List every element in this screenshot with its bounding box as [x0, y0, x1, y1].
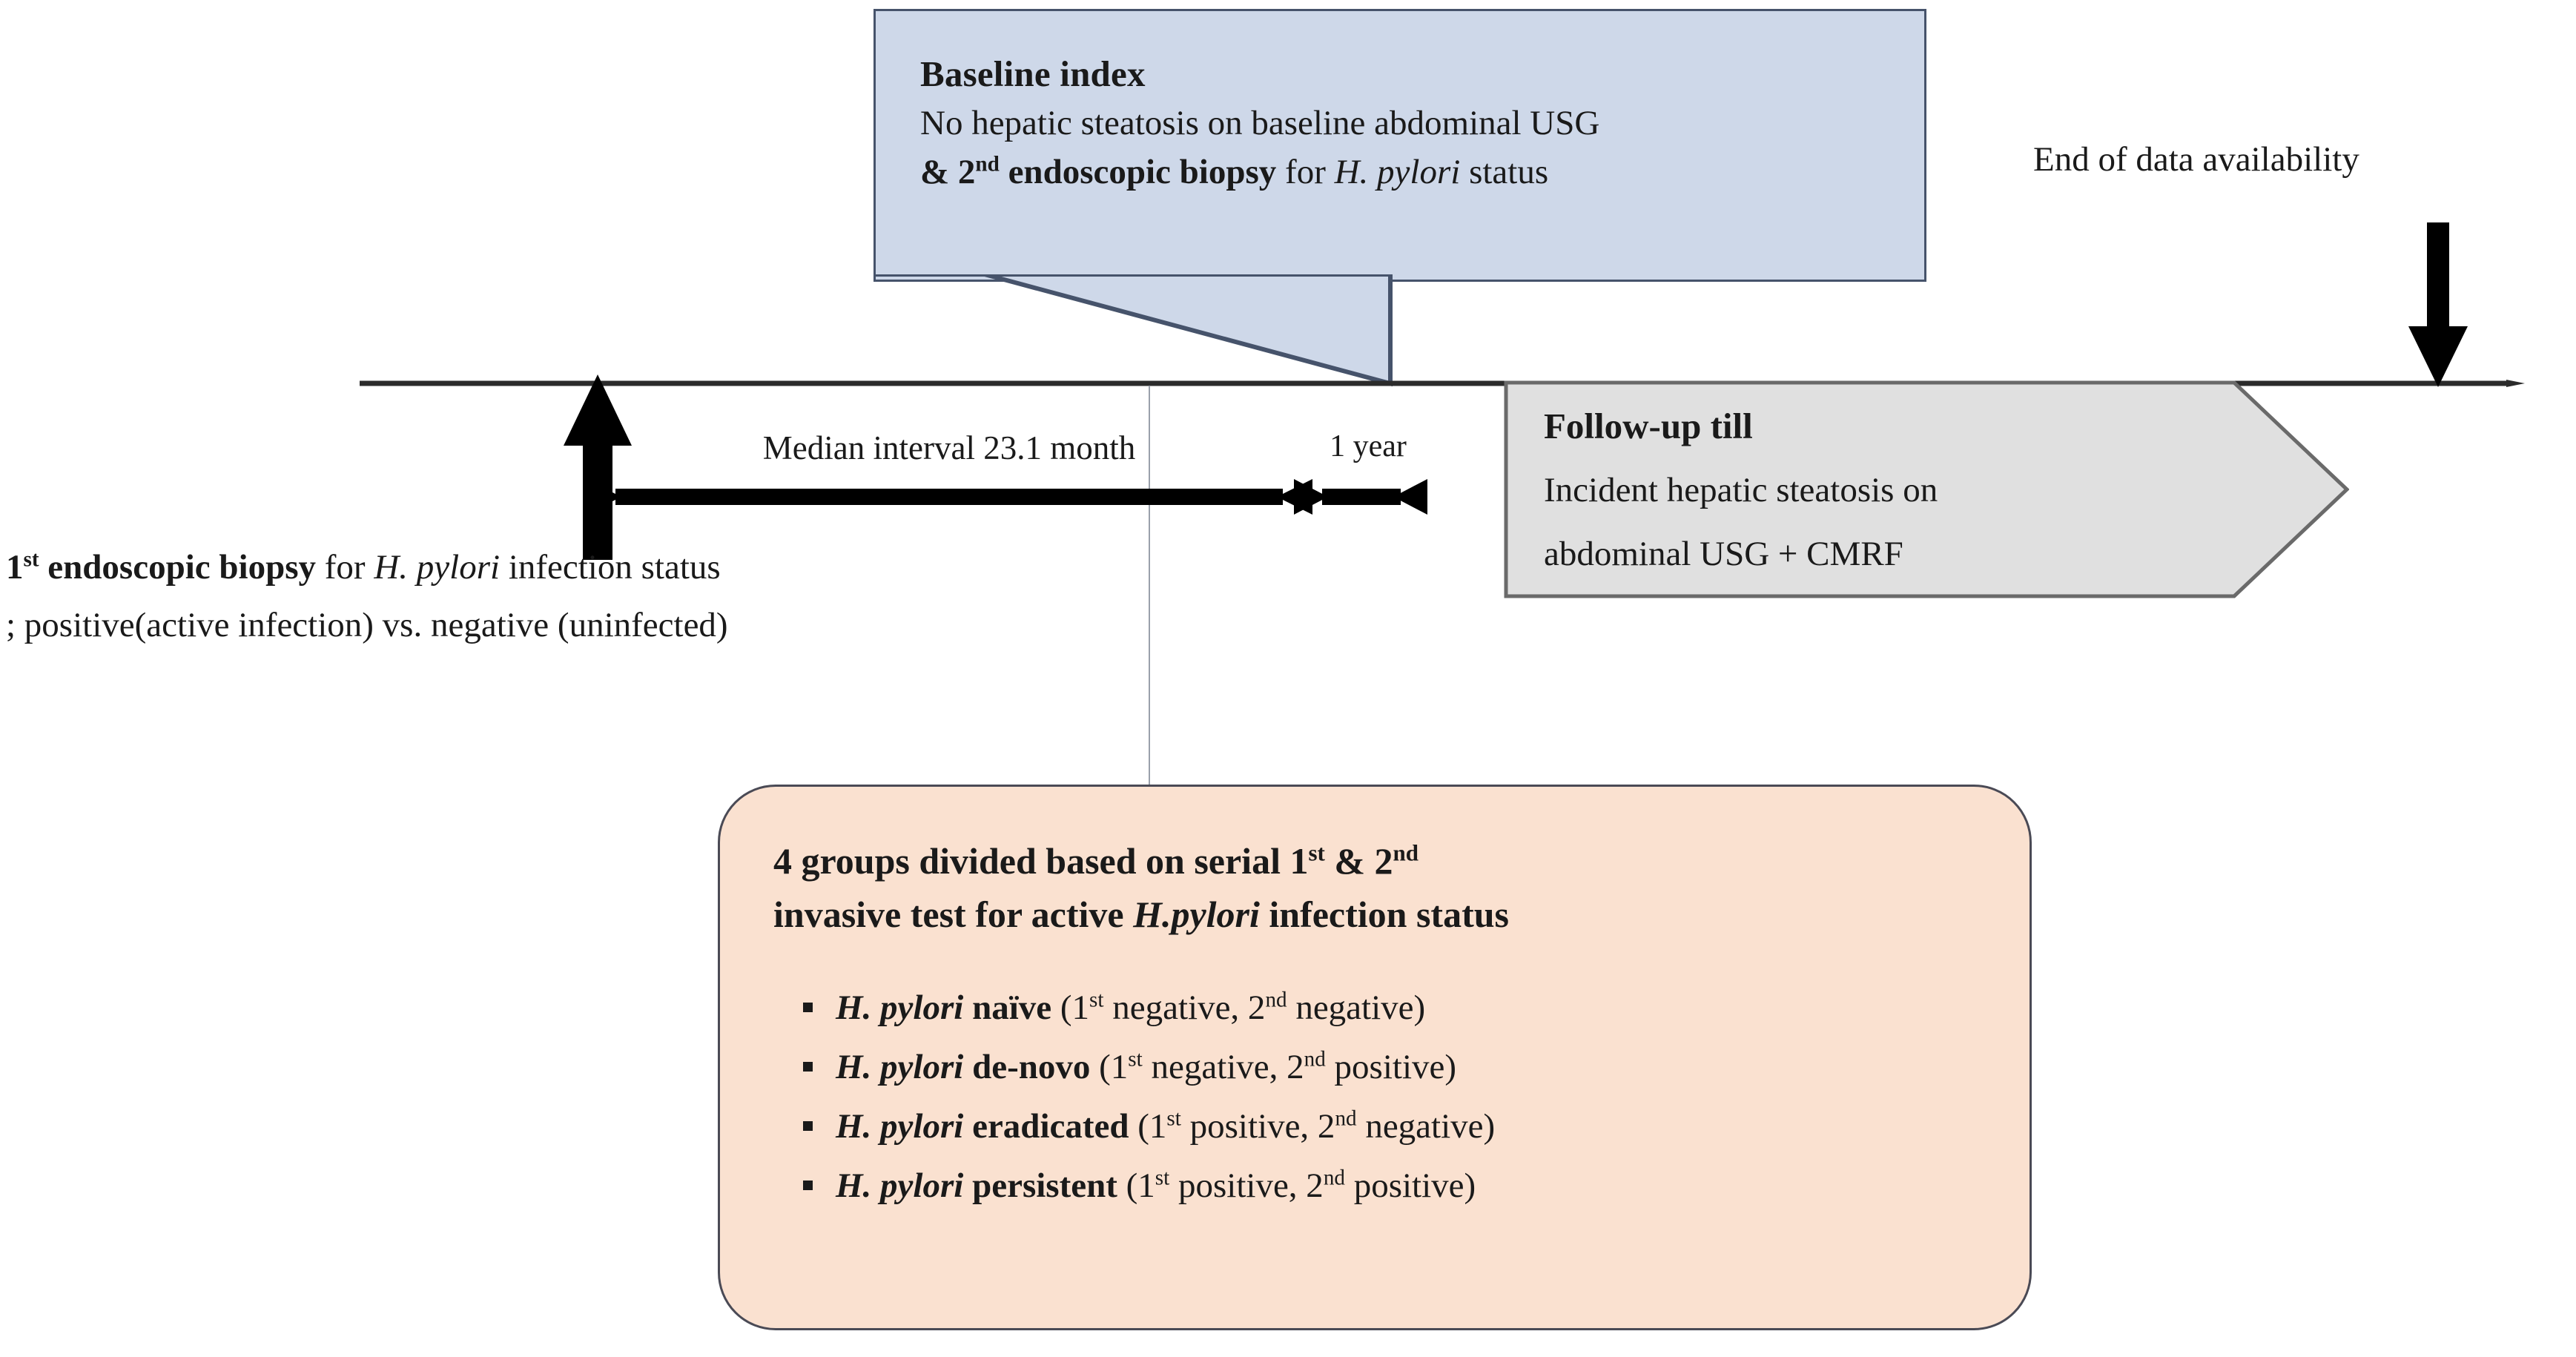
list-item: H. pylori naïve (1st negative, 2nd negat…: [803, 978, 2030, 1037]
first-biopsy-line-2: ; positive(active infection) vs. negativ…: [6, 606, 728, 644]
groups-heading-2a: invasive test for active: [773, 894, 1134, 935]
list-item: H. pylori de-novo (1st negative, 2nd pos…: [803, 1037, 2030, 1097]
baseline-line2-bold: endoscopic biopsy: [999, 153, 1277, 191]
chevron-right-banner-icon: [1504, 380, 2349, 598]
group-italic: H. pylori: [836, 988, 964, 1027]
baseline-connector-line: [1149, 386, 1150, 786]
group-sup-1: st: [1128, 1047, 1143, 1072]
group-sup-2: nd: [1323, 1166, 1345, 1190]
group-sup-1: st: [1089, 988, 1104, 1012]
baseline-line2-mid: for: [1276, 153, 1335, 191]
groups-heading-1b: & 2: [1324, 840, 1393, 882]
group-sup-1: st: [1166, 1106, 1181, 1131]
followup-line-2: abdominal USG + CMRF: [1544, 535, 1903, 573]
groups-heading-line-1: 4 groups divided based on serial 1st & 2…: [773, 834, 2030, 888]
median-interval-label: Median interval 23.1 month: [762, 429, 1136, 466]
first-biopsy-bold-prefix: 1: [6, 548, 24, 587]
square-bullet-icon: [803, 1062, 813, 1072]
first-biopsy-suffix: infection status: [500, 548, 721, 587]
callout-tail-icon: [873, 274, 1393, 387]
first-biopsy-bold-sup: st: [23, 547, 39, 572]
end-of-data-label: End of data availability: [2033, 140, 2359, 179]
groups-heading-1a: 4 groups divided based on serial 1: [773, 840, 1309, 882]
group-detail-mid: positive, 2: [1180, 1107, 1335, 1146]
list-item: H. pylori persistent (1st positive, 2nd …: [803, 1156, 2030, 1215]
group-sup-2: nd: [1304, 1047, 1326, 1072]
group-detail-close: negative): [1287, 988, 1426, 1027]
groups-heading-sup-1: st: [1308, 839, 1325, 866]
baseline-line2-sup: nd: [975, 152, 1000, 176]
first-biopsy-mid: for: [316, 548, 374, 587]
group-detail-mid: negative, 2: [1142, 1048, 1304, 1086]
groups-list: H. pylori naïve (1st negative, 2nd negat…: [773, 978, 2030, 1215]
group-italic: H. pylori: [836, 1048, 964, 1086]
square-bullet-icon: [803, 1181, 813, 1190]
square-bullet-icon: [803, 1003, 813, 1012]
double-headed-arrow-icon-median: [586, 479, 1312, 515]
group-detail-open: (1: [1129, 1107, 1167, 1146]
four-groups-box: 4 groups divided based on serial 1st & 2…: [718, 785, 2032, 1330]
group-detail-mid: negative, 2: [1103, 988, 1266, 1027]
down-arrow-icon: [2408, 222, 2468, 387]
baseline-callout-title: Baseline index: [920, 53, 1146, 94]
group-detail-open: (1: [1090, 1048, 1129, 1086]
up-arrow-icon: [564, 374, 632, 560]
groups-heading-sup-2: nd: [1393, 839, 1419, 866]
first-biopsy-bold-rest: endoscopic biopsy: [39, 548, 317, 587]
groups-heading-2b: infection status: [1259, 894, 1509, 935]
group-bold: de-novo: [963, 1048, 1091, 1086]
list-item: H. pylori eradicated (1st positive, 2nd …: [803, 1097, 2030, 1156]
group-detail-close: negative): [1356, 1107, 1496, 1146]
groups-heading-line-2: invasive test for active H.pylori infect…: [773, 888, 2030, 941]
group-sup-2: nd: [1265, 988, 1287, 1012]
followup-banner-text: Follow-up till Incident hepatic steatosi…: [1544, 394, 2211, 586]
group-sup-1: st: [1155, 1166, 1170, 1190]
baseline-line2-suffix: status: [1460, 153, 1549, 191]
group-italic: H. pylori: [836, 1166, 964, 1205]
baseline-callout-line-1: No hepatic steatosis on baseline abdomin…: [920, 104, 1600, 142]
baseline-line2-prefix: & 2: [920, 153, 976, 191]
baseline-index-callout: Baseline index No hepatic steatosis on b…: [873, 9, 1926, 282]
group-sup-2: nd: [1335, 1106, 1357, 1131]
group-bold: naïve: [963, 988, 1052, 1027]
square-bullet-icon: [803, 1121, 813, 1131]
group-bold: persistent: [963, 1166, 1117, 1205]
followup-line-1: Incident hepatic steatosis on: [1544, 471, 1938, 509]
double-headed-arrow-icon-one-year: [1294, 479, 1427, 515]
first-biopsy-italic: H. pylori: [374, 548, 501, 587]
group-bold: eradicated: [963, 1107, 1129, 1146]
group-detail-close: positive): [1344, 1166, 1476, 1205]
followup-title: Follow-up till: [1544, 406, 1753, 446]
groups-heading-2-italic: H.pylori: [1133, 894, 1260, 935]
baseline-line2-italic: H. pylori: [1334, 153, 1461, 191]
first-biopsy-description: 1st endoscopic biopsy for H. pylori infe…: [6, 538, 728, 654]
group-detail-open: (1: [1051, 988, 1090, 1027]
one-year-label: 1 year: [1330, 429, 1407, 463]
group-detail-open: (1: [1117, 1166, 1155, 1205]
baseline-callout-line-2: & 2nd endoscopic biopsy for H. pylori st…: [920, 148, 1924, 197]
first-biopsy-line-1: 1st endoscopic biopsy for H. pylori infe…: [6, 538, 728, 596]
group-italic: H. pylori: [836, 1107, 964, 1146]
group-detail-close: positive): [1325, 1048, 1457, 1086]
group-detail-mid: positive, 2: [1169, 1166, 1324, 1205]
